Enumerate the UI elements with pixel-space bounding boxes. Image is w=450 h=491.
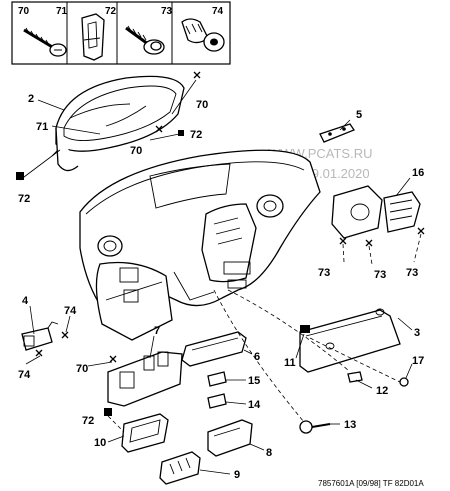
- callout-17: 17: [412, 355, 424, 367]
- header-num-70: 70: [18, 6, 30, 17]
- callout-10: 10: [94, 437, 106, 449]
- callout-5: 5: [356, 109, 362, 121]
- callout-72-hood: 72: [190, 129, 202, 141]
- callout-9: 9: [234, 469, 240, 481]
- callout-11: 11: [284, 357, 296, 369]
- clip-12: [347, 371, 363, 383]
- clip-72-icon: [81, 13, 105, 61]
- screw-73-icon: [125, 25, 165, 55]
- callout-73-left: 73: [318, 267, 330, 279]
- switch-15: [207, 371, 227, 387]
- callout-70-top: 70: [196, 99, 208, 111]
- reference-code: 7857601A [09/98] TF 82D01A: [318, 479, 424, 488]
- callout-73-right: 73: [406, 267, 418, 279]
- callout-13: 13: [344, 419, 356, 431]
- callout-7: 7: [154, 325, 160, 337]
- side-vent-16: [331, 185, 421, 239]
- header-num-73: 73: [161, 6, 173, 17]
- callout-70-lower: 70: [76, 363, 88, 375]
- fastener-markers: [16, 71, 425, 416]
- callout-6: 6: [254, 351, 260, 363]
- rivet-74-icon: [181, 18, 225, 52]
- switch-panel-7: [107, 351, 183, 407]
- screw-17: [399, 377, 409, 387]
- ashtray-10: [121, 413, 169, 453]
- clip-11: [300, 325, 310, 333]
- callout-16: 16: [412, 167, 424, 179]
- callout-74-bottom: 74: [18, 369, 31, 381]
- callout-2: 2: [28, 93, 34, 105]
- switch-14: [207, 393, 227, 409]
- dashboard-body: [79, 149, 321, 341]
- console-trim-9: [159, 451, 201, 485]
- callout-72-lower: 72: [82, 415, 94, 427]
- callout-labels: 2 71 70 70 72 72 5 16 73 73 73 4 74 74 7…: [18, 93, 424, 481]
- header-fastener-panel: 70 71 72 73 74: [11, 1, 231, 65]
- storage-tray-6: [181, 331, 247, 367]
- leader-lines: [19, 79, 422, 475]
- glovebox-lid-3: [299, 308, 401, 373]
- screw-70-71-icon: [23, 27, 67, 57]
- callout-73-mid: 73: [374, 269, 386, 281]
- console-trim-8: [207, 419, 253, 457]
- callout-70-hood: 70: [130, 145, 142, 157]
- bracket-5: [319, 123, 355, 143]
- callout-12: 12: [376, 385, 388, 397]
- callout-72-left: 72: [18, 193, 30, 205]
- header-num-72: 72: [105, 6, 117, 17]
- header-num-71: 71: [56, 6, 68, 17]
- bracket-4: [21, 321, 59, 351]
- screw-13: [299, 420, 331, 434]
- callout-71: 71: [36, 121, 48, 133]
- callout-4: 4: [22, 295, 29, 307]
- callout-74-top: 74: [64, 305, 77, 317]
- callout-15: 15: [248, 375, 260, 387]
- callout-3: 3: [414, 327, 420, 339]
- header-num-74: 74: [212, 6, 224, 17]
- callout-14: 14: [248, 399, 261, 411]
- instrument-hood-2: [51, 75, 185, 172]
- callout-8: 8: [266, 447, 272, 459]
